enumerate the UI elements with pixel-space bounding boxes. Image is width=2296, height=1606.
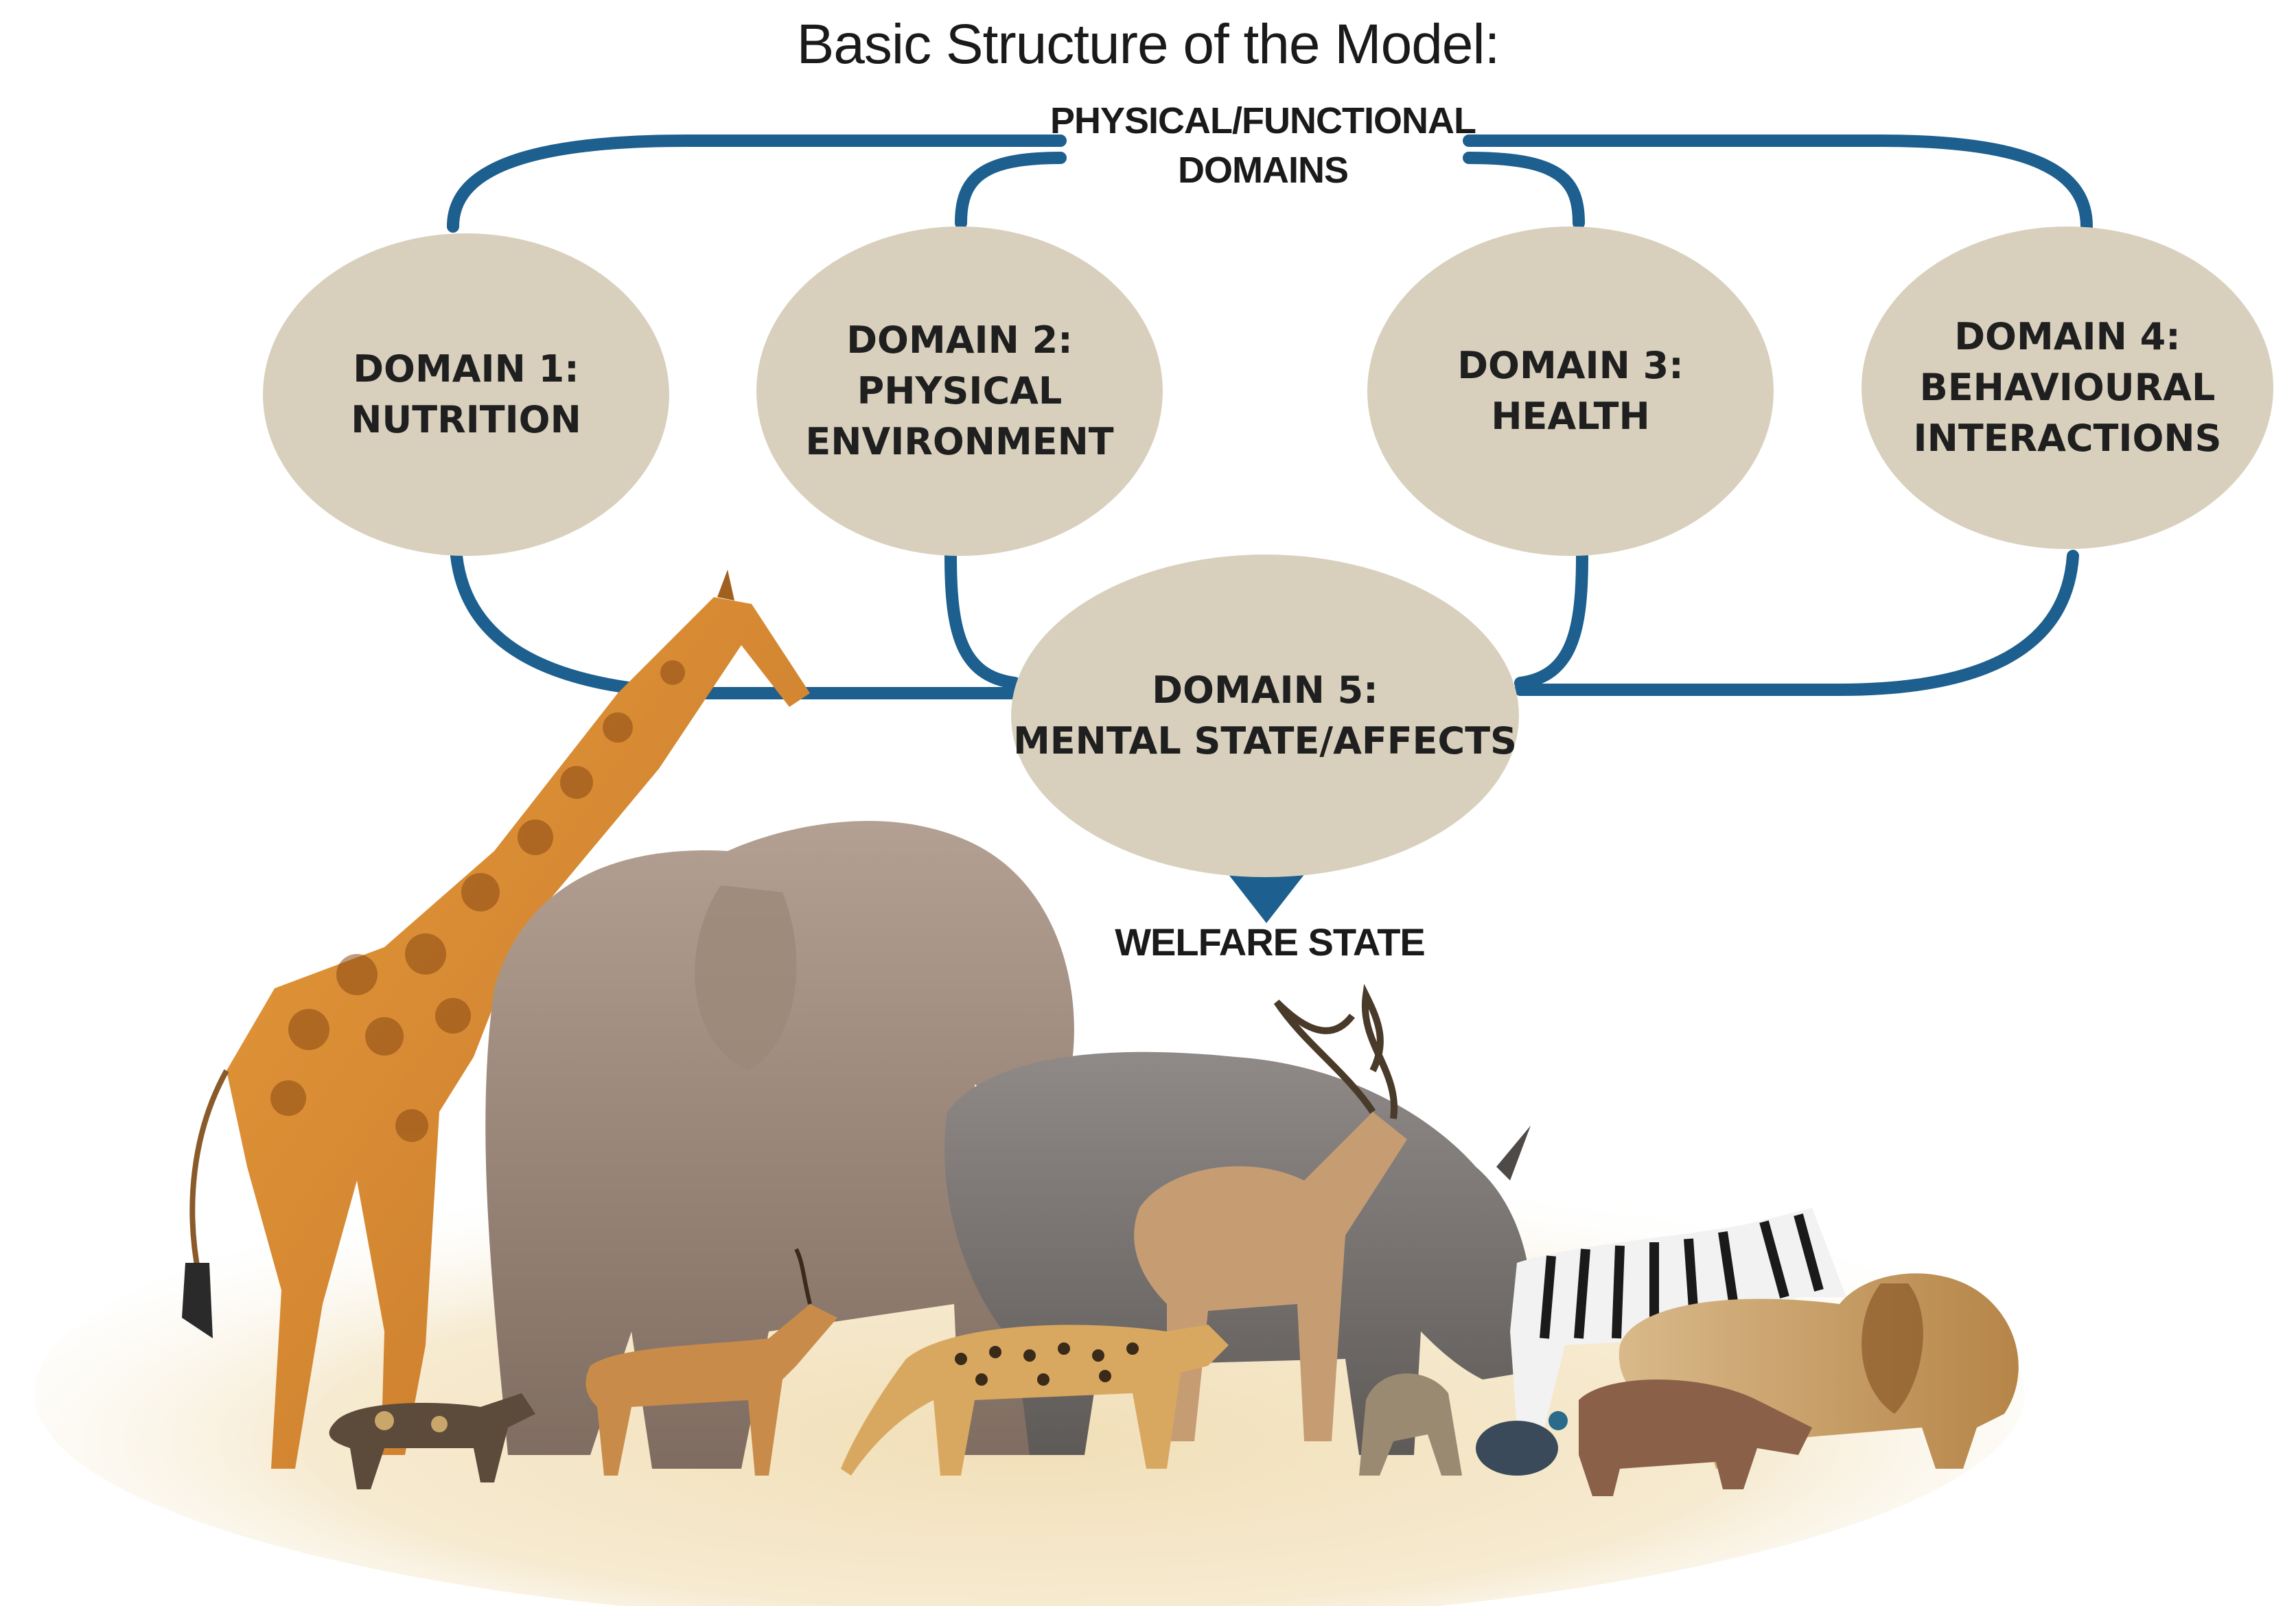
domain-4-name-line-1: BEHAVIOURAL (1919, 366, 2216, 409)
domain-2-heading: DOMAIN 2: (846, 318, 1073, 362)
domain-1-heading: DOMAIN 1: (353, 347, 579, 391)
domain-4-heading: DOMAIN 4: (1954, 315, 2181, 358)
domain-3-heading: DOMAIN 3: (1457, 344, 1684, 387)
domain-4-behavioural-interactions-node: DOMAIN 4: BEHAVIOURAL INTERACTIONS (1862, 226, 2273, 549)
guineafowl (1476, 1411, 1568, 1476)
domain-5-mental-state-node: DOMAIN 5: MENTAL STATE/AFFECTS (1011, 555, 1519, 877)
domain-2-name-line-1: PHYSICAL (857, 369, 1063, 412)
giraffe (182, 570, 810, 1469)
domain-3-name: HEALTH (1491, 395, 1650, 438)
physical-functional-domains-label: PHYSICAL/FUNCTIONAL DOMAINS (982, 96, 1544, 195)
wild-dog (329, 1393, 535, 1489)
impala (585, 1248, 837, 1476)
warthog (1579, 1380, 1812, 1496)
cheetah (841, 1325, 1229, 1476)
domain-5-heading: DOMAIN 5: (1152, 668, 1378, 712)
domain-3-health-node: DOMAIN 3: HEALTH (1367, 226, 1774, 556)
top-connectors (447, 135, 2093, 233)
domain-4-name-line-2: INTERACTIONS (1913, 417, 2222, 460)
top-label-line-1: PHYSICAL/FUNCTIONAL (1050, 100, 1476, 141)
animals-illustration (182, 570, 2019, 1496)
domain-5-name: MENTAL STATE/AFFECTS (1013, 719, 1517, 763)
domain-2-name-line-2: ENVIRONMENT (805, 420, 1114, 463)
welfare-state-label: WELFARE STATE (1115, 920, 1426, 964)
top-label-line-2: DOMAINS (1178, 150, 1349, 191)
domain-1-name: NUTRITION (351, 398, 581, 441)
domain-1-nutrition-node: DOMAIN 1: NUTRITION (263, 233, 669, 556)
baboon (1359, 1373, 1462, 1476)
domain-2-physical-environment-node: DOMAIN 2: PHYSICAL ENVIRONMENT (756, 226, 1163, 556)
diagram-title: Basic Structure of the Model: (796, 13, 1500, 75)
